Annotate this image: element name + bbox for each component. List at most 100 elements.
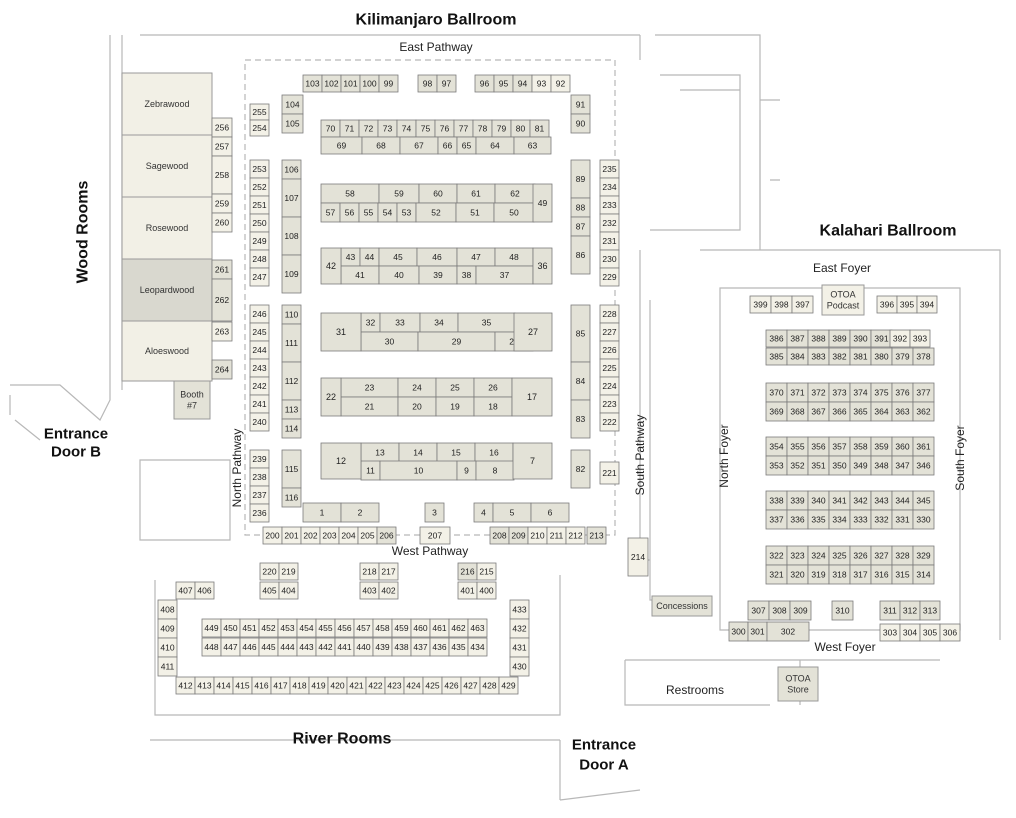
booth-254[interactable]: 254 — [249, 119, 270, 137]
booth-320[interactable]: 320 — [786, 564, 809, 585]
booth-439[interactable]: 439 — [372, 637, 393, 657]
booth-302[interactable]: 302 — [766, 621, 810, 642]
booth-35[interactable]: 35 — [457, 312, 516, 333]
booth-358[interactable]: 358 — [849, 436, 872, 457]
booth-392[interactable]: 392 — [889, 329, 911, 348]
booth-361[interactable]: 361 — [912, 436, 935, 457]
booth-67[interactable]: 67 — [399, 136, 439, 155]
booth-348[interactable]: 348 — [870, 455, 893, 476]
booth-314[interactable]: 314 — [912, 564, 935, 585]
booth-29[interactable]: 29 — [417, 331, 496, 352]
booth-227[interactable]: 227 — [599, 322, 620, 342]
booth-72[interactable]: 72 — [358, 119, 379, 138]
booth-406[interactable]: 406 — [194, 581, 215, 600]
booth-62[interactable]: 62 — [494, 183, 536, 204]
booth-110[interactable]: 110 — [281, 304, 302, 325]
booth-430[interactable]: 430 — [509, 656, 530, 677]
booth-244[interactable]: 244 — [249, 340, 270, 360]
booth-90[interactable]: 90 — [570, 113, 591, 134]
booth-370[interactable]: 370 — [765, 382, 788, 403]
booth-381[interactable]: 381 — [849, 347, 872, 366]
booth-307[interactable]: 307 — [747, 600, 770, 621]
booth-399[interactable]: 399 — [749, 295, 772, 314]
booth-77[interactable]: 77 — [453, 119, 474, 138]
booth-413[interactable]: 413 — [194, 676, 215, 695]
booth-86[interactable]: 86 — [570, 235, 591, 275]
booth-404[interactable]: 404 — [278, 581, 299, 600]
booth-88[interactable]: 88 — [570, 197, 591, 218]
concessions[interactable]: Concessions — [651, 595, 713, 617]
booth-322[interactable]: 322 — [765, 545, 788, 566]
booth-411[interactable]: 411 — [157, 656, 178, 677]
booth-396[interactable]: 396 — [876, 295, 898, 314]
booth-442[interactable]: 442 — [315, 637, 336, 657]
booth-378[interactable]: 378 — [912, 347, 935, 366]
booth-316[interactable]: 316 — [870, 564, 893, 585]
booth-37[interactable]: 37 — [475, 265, 534, 285]
room-aloeswood[interactable]: Aloeswood — [121, 320, 213, 382]
booth-89[interactable]: 89 — [570, 159, 591, 199]
booth-240[interactable]: 240 — [249, 412, 270, 432]
booth-303[interactable]: 303 — [879, 623, 901, 642]
booth-80[interactable]: 80 — [510, 119, 531, 138]
booth-366[interactable]: 366 — [828, 401, 851, 422]
booth-379[interactable]: 379 — [891, 347, 914, 366]
booth-10[interactable]: 10 — [379, 460, 458, 481]
booth-321[interactable]: 321 — [765, 564, 788, 585]
booth-351[interactable]: 351 — [807, 455, 830, 476]
booth-238[interactable]: 238 — [249, 467, 270, 487]
booth-394[interactable]: 394 — [916, 295, 938, 314]
booth-387[interactable]: 387 — [786, 329, 809, 348]
booth-457[interactable]: 457 — [353, 618, 374, 638]
booth-91[interactable]: 91 — [570, 94, 591, 115]
booth-260[interactable]: 260 — [211, 212, 233, 233]
booth-311[interactable]: 311 — [879, 600, 901, 621]
booth-70[interactable]: 70 — [320, 119, 341, 138]
booth-359[interactable]: 359 — [870, 436, 893, 457]
booth-18[interactable]: 18 — [473, 396, 513, 417]
booth-41[interactable]: 41 — [340, 265, 380, 285]
booth-27[interactable]: 27 — [513, 312, 553, 352]
booth-444[interactable]: 444 — [277, 637, 298, 657]
booth-220[interactable]: 220 — [259, 562, 280, 581]
booth-453[interactable]: 453 — [277, 618, 298, 638]
booth-7[interactable]: Booth#7 — [173, 380, 211, 420]
booth-49[interactable]: 49 — [532, 183, 553, 223]
booth-429[interactable]: 429 — [498, 676, 519, 695]
booth-384[interactable]: 384 — [786, 347, 809, 366]
booth-69[interactable]: 69 — [320, 136, 363, 155]
booth-365[interactable]: 365 — [849, 401, 872, 422]
booth-13[interactable]: 13 — [360, 442, 400, 463]
booth-65[interactable]: 65 — [456, 136, 477, 155]
booth-39[interactable]: 39 — [418, 265, 458, 285]
booth-416[interactable]: 416 — [251, 676, 272, 695]
booth-100[interactable]: 100 — [359, 74, 380, 93]
booth-326[interactable]: 326 — [849, 545, 872, 566]
booth-336[interactable]: 336 — [786, 509, 809, 530]
booth-325[interactable]: 325 — [828, 545, 851, 566]
booth-419[interactable]: 419 — [308, 676, 329, 695]
booth-53[interactable]: 53 — [396, 202, 417, 223]
booth-19[interactable]: 19 — [435, 396, 475, 417]
booth-74[interactable]: 74 — [396, 119, 417, 138]
booth-427[interactable]: 427 — [460, 676, 481, 695]
booth-235[interactable]: 235 — [599, 159, 620, 179]
booth-301[interactable]: 301 — [747, 621, 768, 642]
booth-405[interactable]: 405 — [259, 581, 280, 600]
booth-103[interactable]: 103 — [302, 74, 323, 93]
booth-248[interactable]: 248 — [249, 249, 270, 269]
booth-440[interactable]: 440 — [353, 637, 374, 657]
booth-233[interactable]: 233 — [599, 195, 620, 215]
booth-214[interactable]: 214 — [627, 537, 649, 577]
booth-339[interactable]: 339 — [786, 490, 809, 511]
booth-389[interactable]: 389 — [828, 329, 851, 348]
booth-397[interactable]: 397 — [791, 295, 814, 314]
booth-116[interactable]: 116 — [281, 487, 302, 508]
booth-239[interactable]: 239 — [249, 449, 270, 469]
booth-5[interactable]: 5 — [492, 502, 532, 523]
booth-455[interactable]: 455 — [315, 618, 336, 638]
booth-372[interactable]: 372 — [807, 382, 830, 403]
booth-61[interactable]: 61 — [456, 183, 496, 204]
booth-409[interactable]: 409 — [157, 618, 178, 639]
booth-377[interactable]: 377 — [912, 382, 935, 403]
